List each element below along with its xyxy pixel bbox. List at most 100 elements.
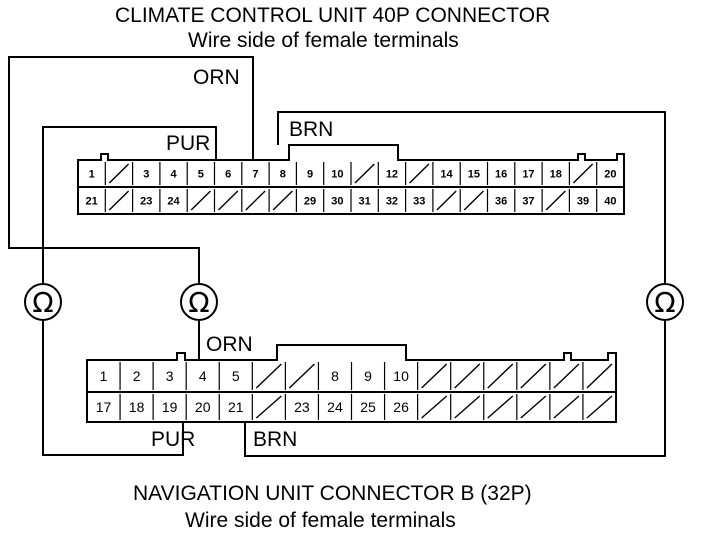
bottom-connector-pin-label: 8 [331, 368, 339, 384]
ohmmeter-middle-circle [180, 283, 218, 321]
bottom-connector-pin-label: 2 [133, 368, 141, 384]
bottom-connector-empty-cavity [454, 363, 481, 389]
bottom-connector-empty-cavity [586, 395, 613, 419]
top-connector-pin-label: 5 [198, 169, 204, 181]
wire-label-orn-bottom: ORN [206, 333, 253, 356]
top-connector-pin-label: 3 [143, 169, 149, 181]
bottom-connector-empty-cavity [487, 395, 514, 419]
bottom-connector-pin-label: 20 [195, 399, 211, 415]
top-connector-pin-label: 17 [522, 169, 534, 181]
top-connector-pin-label: 15 [468, 169, 480, 181]
bottom-connector-empty-cavity [255, 395, 282, 419]
top-connector-pin-label: 36 [495, 196, 507, 208]
top-connector-pin-label: 23 [140, 196, 152, 208]
ohmmeter-left-circle [24, 283, 62, 321]
bottom-connector-title: NAVIGATION UNIT CONNECTOR B (32P) [133, 482, 532, 505]
bottom-connector-empty-cavity [586, 363, 613, 389]
bottom-connector-empty-cavity [520, 363, 547, 389]
top-connector-empty-cavity [545, 190, 566, 211]
top-connector [77, 144, 625, 215]
ohm-icon: Ω [32, 286, 53, 319]
bottom-connector-pin-label: 4 [199, 368, 207, 384]
wire-label-pur-top: PUR [166, 132, 210, 155]
top-connector-empty-cavity [354, 163, 375, 184]
top-connector-pin-label: 33 [413, 196, 425, 208]
wire-label-brn-bottom: BRN [253, 428, 297, 451]
bottom-connector-pin-label: 24 [327, 399, 343, 415]
top-connector-pin-label: 37 [522, 196, 534, 208]
top-connector-pin-label: 18 [550, 169, 562, 181]
bottom-connector-pin-label: 3 [166, 368, 174, 384]
bottom-connector-pin-label: 5 [232, 368, 240, 384]
wire-brn-bottom [244, 320, 666, 457]
bottom-connector-pin-label: 18 [129, 399, 145, 415]
top-connector-empty-cavity [409, 163, 430, 184]
top-connector-pin-label: 4 [170, 169, 177, 181]
top-connector-pin-label: 7 [252, 169, 258, 181]
wire-orn-top [8, 56, 254, 284]
bottom-connector-pin-label: 21 [228, 399, 244, 415]
wire-label-brn-top: BRN [289, 118, 333, 141]
top-connector-empty-cavity [108, 190, 130, 211]
top-connector-pin-label: 12 [386, 169, 398, 181]
bottom-connector-empty-cavity [421, 395, 448, 419]
bottom-connector-pin-label: 19 [162, 399, 178, 415]
top-connector-housing [77, 144, 625, 215]
top-connector-empty-cavity [436, 190, 457, 211]
bottom-connector-subtitle: Wire side of female terminals [185, 509, 456, 532]
ohm-icon: Ω [188, 286, 209, 319]
bottom-connector-pin-label: 26 [393, 399, 409, 415]
top-connector-pin-label: 30 [331, 196, 343, 208]
bottom-connector-empty-cavity [487, 363, 514, 389]
top-connector-title: CLIMATE CONTROL UNIT 40P CONNECTOR [115, 4, 550, 27]
top-connector-pin-label: 16 [495, 169, 507, 181]
bottom-connector-housing [86, 344, 617, 423]
top-connector-pin-label: 21 [86, 196, 98, 208]
bottom-connector [86, 344, 617, 423]
top-connector-empty-cavity [463, 190, 484, 211]
top-connector-pin-label: 9 [307, 169, 313, 181]
top-connector-empty-cavity [190, 190, 211, 211]
bottom-connector-empty-cavity [421, 363, 448, 389]
ohm-icon: Ω [654, 286, 675, 319]
ohmmeter-middle: Ω [180, 283, 218, 321]
top-connector-subtitle: Wire side of female terminals [188, 29, 459, 52]
top-connector-pin-label: 40 [604, 196, 616, 208]
bottom-connector-empty-cavity [255, 363, 282, 389]
ohmmeter-right-circle [646, 283, 684, 321]
wire-pur-top [42, 126, 217, 284]
bottom-connector-empty-cavity [553, 363, 580, 389]
top-connector-pin-label: 8 [280, 169, 286, 181]
top-connector-pin-label: 20 [604, 169, 616, 181]
bottom-connector-empty-cavity [553, 395, 580, 419]
top-connector-pin-label: 24 [167, 196, 180, 208]
bottom-connector-pin-label: 10 [393, 368, 409, 384]
top-connector-empty-cavity [108, 163, 130, 184]
wire-label-orn-top: ORN [193, 66, 240, 89]
wire-label-pur-bottom: PUR [151, 428, 195, 451]
bottom-connector-pin-label: 23 [294, 399, 310, 415]
top-connector-pin-label: 29 [304, 196, 316, 208]
bottom-connector-pin-label: 1 [100, 368, 108, 384]
ohmmeter-right: Ω [646, 283, 684, 321]
bottom-connector-pin-label: 9 [364, 368, 372, 384]
top-connector-pin-label: 6 [225, 169, 231, 181]
top-connector-empty-cavity [245, 190, 266, 211]
bottom-connector-empty-cavity [454, 395, 481, 419]
bottom-connector-pin-label: 17 [96, 399, 112, 415]
top-connector-pin-label: 39 [577, 196, 589, 208]
top-connector-pin-label: 32 [386, 196, 398, 208]
top-connector-empty-cavity [218, 190, 239, 211]
top-connector-pin-label: 1 [89, 169, 95, 181]
wire-pur-bottom [42, 320, 184, 456]
wire-brn-top [277, 111, 666, 284]
bottom-connector-empty-cavity [520, 395, 547, 419]
top-connector-pin-label: 14 [440, 169, 453, 181]
bottom-connector-empty-cavity [288, 363, 315, 389]
top-connector-empty-cavity [272, 190, 293, 211]
bottom-connector-pin-label: 25 [360, 399, 376, 415]
ohmmeter-left: Ω [24, 283, 62, 321]
